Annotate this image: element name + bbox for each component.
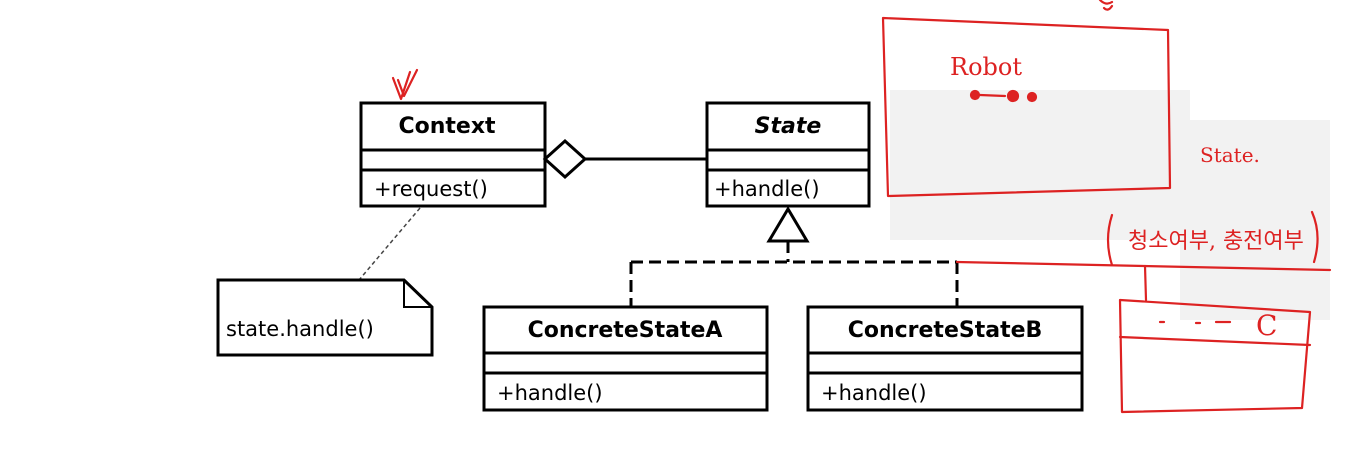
c-label: C [1256, 309, 1277, 342]
concrete-state-a-class: ConcreteStateA +handle() [482, 305, 769, 412]
state-handwritten-label: State. [1200, 143, 1260, 167]
state-class-name: State [755, 114, 822, 139]
concrete-state-b-name: ConcreteStateB [848, 318, 1043, 343]
realization-arrows [629, 206, 959, 307]
concrete-state-a-method: +handle() [497, 381, 603, 405]
note-text: state.handle() [226, 317, 374, 341]
note: state.handle() [216, 207, 434, 357]
concrete-state-b-method: +handle() [821, 381, 927, 405]
state-method: +handle() [714, 177, 820, 201]
concrete-state-a-name: ConcreteStateA [528, 318, 723, 343]
robot-label: Robot [950, 53, 1022, 81]
checkmark-icon [391, 68, 419, 101]
context-method: +request() [374, 177, 488, 201]
robot-box [881, 16, 1172, 198]
background-map-pattern [890, 90, 1330, 320]
aggregation-association [542, 138, 707, 180]
state-class: State +handle() [705, 101, 871, 208]
handwritten-annotations [391, 0, 1332, 414]
context-class: Context +request() [359, 101, 547, 208]
c-box [1118, 298, 1312, 414]
concrete-state-b-class: ConcreteStateB +handle() [806, 305, 1084, 412]
korean-annotation: 청소여부, 충전여부 [1128, 229, 1304, 254]
context-class-name: Context [398, 114, 496, 139]
